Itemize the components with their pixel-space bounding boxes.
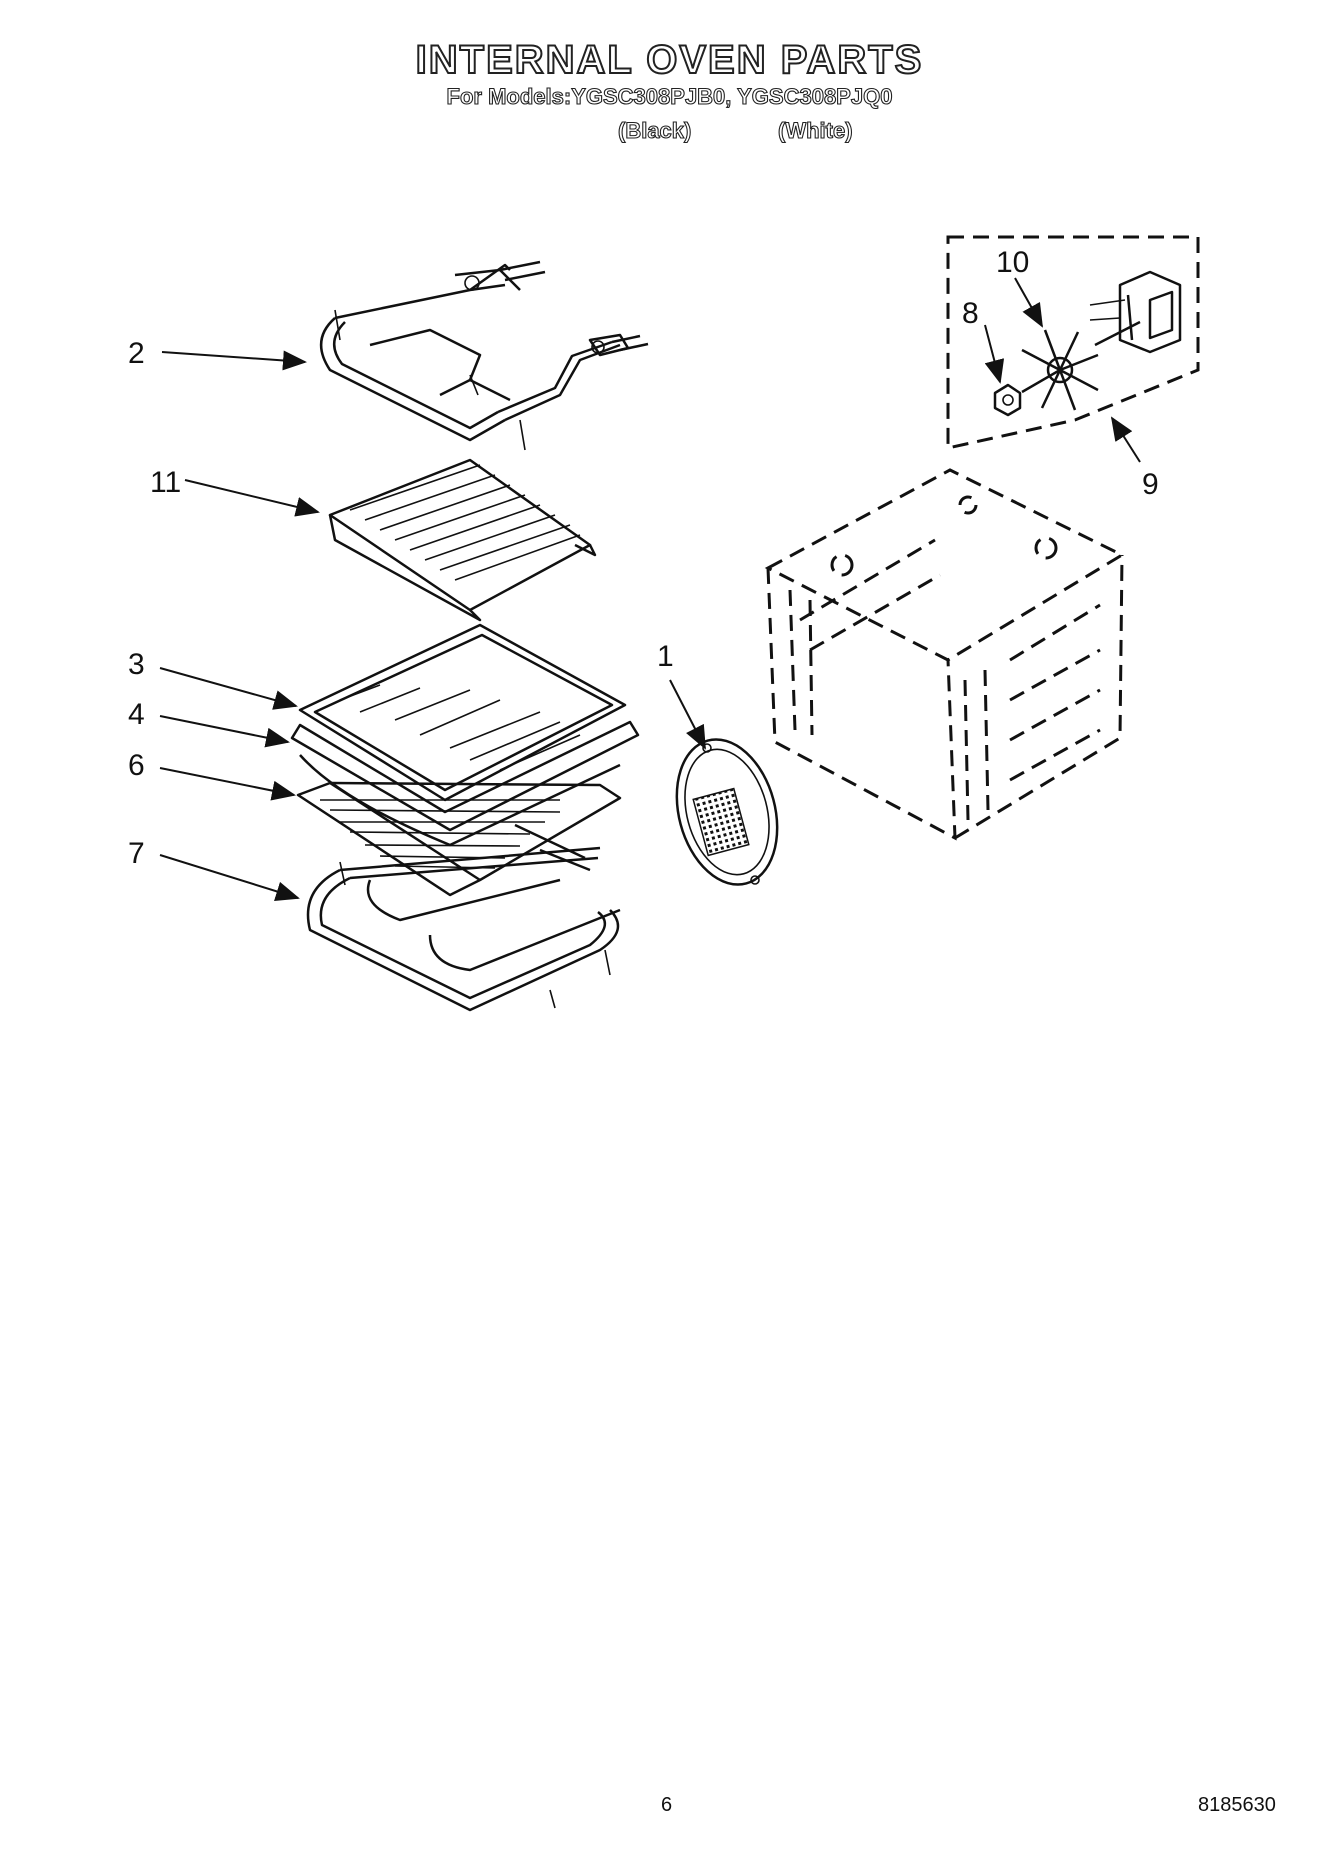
callout-8: 8 bbox=[962, 297, 979, 330]
fan-motor bbox=[1089, 270, 1182, 354]
variant-white-label: (White) bbox=[777, 117, 853, 143]
broil-pan-assembly bbox=[290, 623, 640, 847]
callout-7: 7 bbox=[128, 837, 145, 870]
callout-6: 6 bbox=[128, 749, 145, 782]
model-numbers: For Models:YGSC308PJB0, YGSC308PJQ0 bbox=[446, 83, 893, 109]
fan-cover bbox=[675, 738, 779, 886]
bake-element bbox=[306, 846, 621, 1012]
callout-9: 9 bbox=[1142, 468, 1159, 501]
document-number: 8185630 bbox=[1198, 1794, 1276, 1816]
callout-leaders bbox=[159, 277, 1141, 902]
broil-element bbox=[320, 260, 649, 451]
broil-pan-grid bbox=[296, 781, 622, 897]
callout-3: 3 bbox=[128, 648, 145, 681]
page-title: INTERNAL OVEN PARTS bbox=[415, 37, 924, 83]
callout-2: 2 bbox=[128, 337, 145, 370]
callout-4: 4 bbox=[128, 698, 145, 731]
oven-cavity-outline bbox=[764, 468, 1126, 841]
callout-11: 11 bbox=[150, 466, 181, 499]
page-number: 6 bbox=[661, 1794, 673, 1816]
variant-black-label: (Black) bbox=[617, 117, 692, 143]
reflector-shield bbox=[328, 458, 597, 622]
fan-nut bbox=[993, 383, 1022, 417]
fan-blade bbox=[1021, 329, 1099, 411]
callout-10: 10 bbox=[996, 246, 1029, 279]
callout-1: 1 bbox=[657, 640, 674, 673]
convection-kit-box bbox=[946, 235, 1200, 450]
